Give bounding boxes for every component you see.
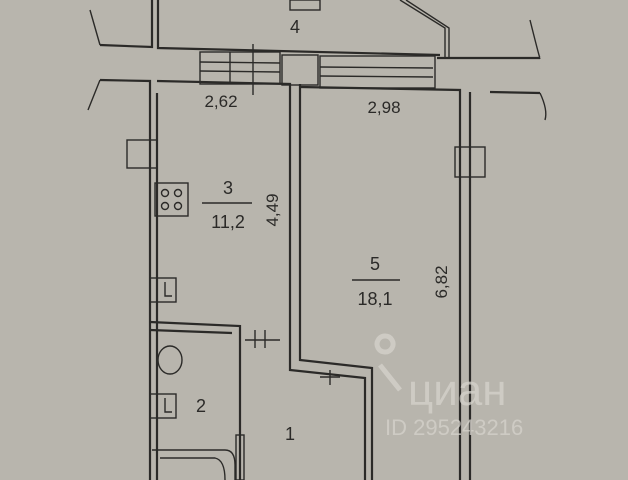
watermark: циан ID 295243216 bbox=[374, 333, 523, 440]
toilet-icon bbox=[157, 345, 183, 375]
watermark-id: ID 295243216 bbox=[385, 415, 523, 440]
dim-kitchen-depth: 4,49 bbox=[263, 193, 282, 226]
dim-top-right: 2,98 bbox=[367, 98, 400, 117]
room-4-number: 4 bbox=[290, 17, 300, 37]
room-3-number: 3 bbox=[223, 178, 233, 198]
room-2-number: 2 bbox=[196, 396, 206, 416]
watermark-brand: циан bbox=[408, 366, 507, 415]
location-pin-icon bbox=[374, 333, 402, 392]
room-5-area: 18,1 bbox=[357, 289, 392, 309]
room-5-number: 5 bbox=[370, 254, 380, 274]
stove-icon bbox=[154, 182, 189, 217]
washbasin-icon bbox=[149, 393, 177, 419]
room-1-number: 1 bbox=[285, 424, 295, 444]
fixtures bbox=[149, 182, 236, 480]
bathtub-icon bbox=[152, 449, 236, 480]
labels: 4 2,62 2,98 3 11,2 4,49 5 18,1 6,82 2 1 bbox=[196, 17, 451, 444]
walls bbox=[87, 0, 547, 480]
dim-room-depth: 6,82 bbox=[432, 265, 451, 298]
room-3-area: 11,2 bbox=[211, 212, 245, 232]
sink-icon bbox=[149, 277, 177, 303]
dim-top-left: 2,62 bbox=[204, 92, 237, 111]
